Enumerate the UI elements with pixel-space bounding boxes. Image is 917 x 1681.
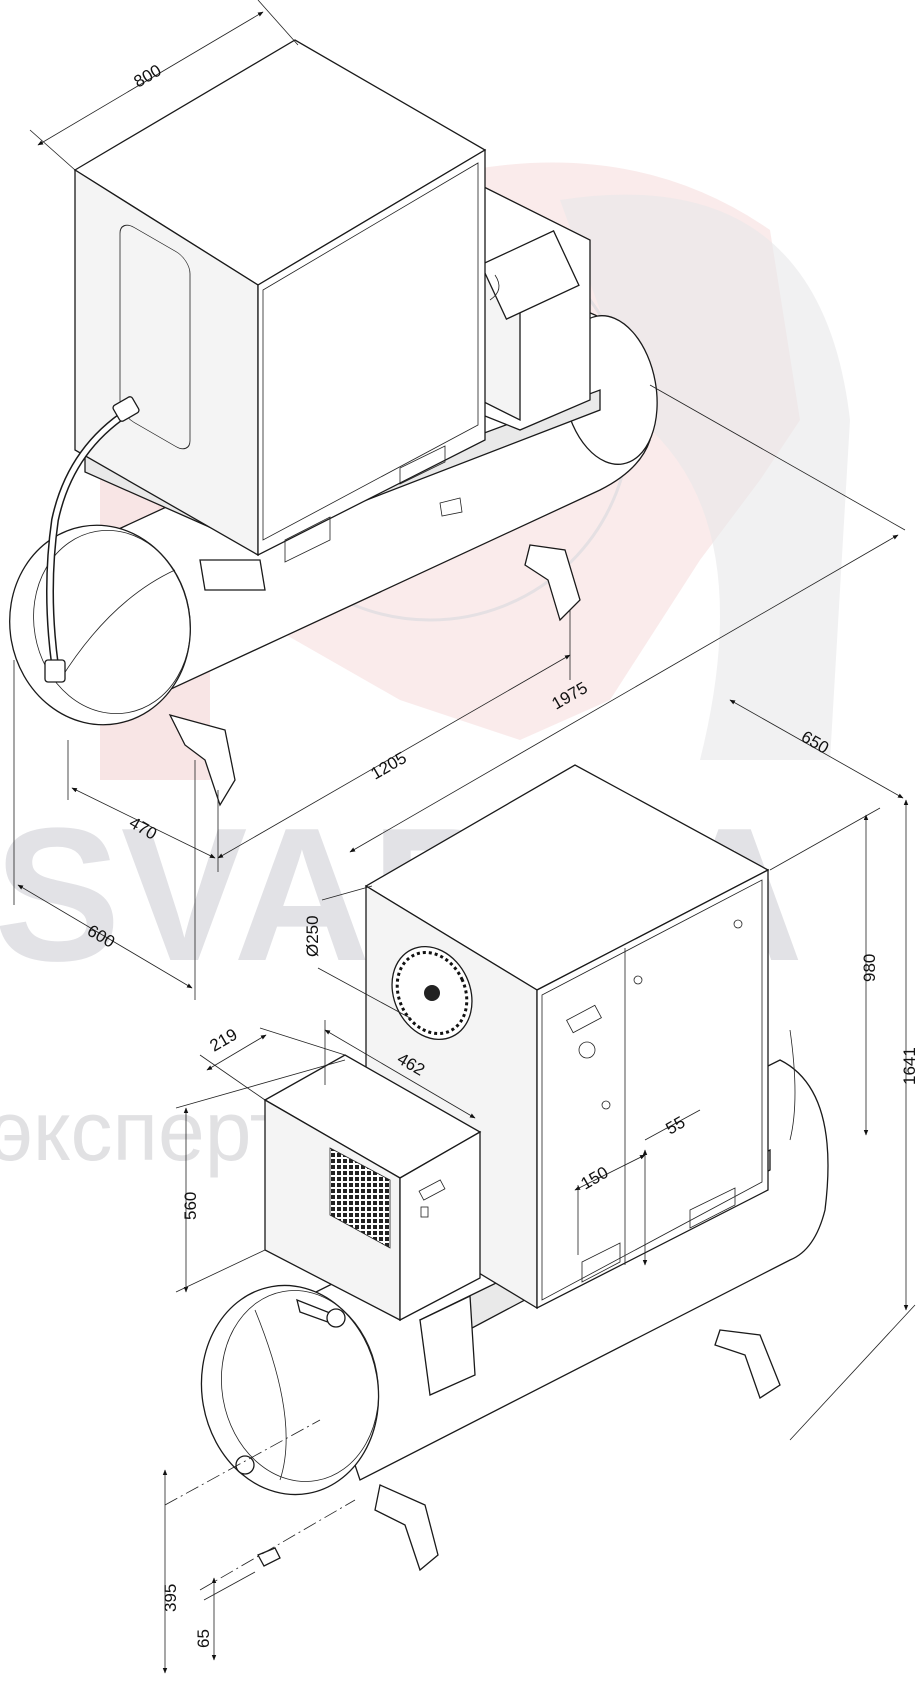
cooling-fan [391, 945, 473, 1041]
dim-fan-diameter: Ø250 [303, 915, 322, 957]
dim-1641: 1641 [900, 1047, 917, 1085]
dim-560: 560 [181, 1192, 200, 1220]
dim-1205: 1205 [368, 748, 410, 783]
bottom-assembly [200, 764, 829, 1572]
dim-65: 65 [194, 1629, 213, 1648]
dim-395: 395 [161, 1584, 180, 1612]
pressure-gauge [326, 1308, 346, 1328]
dim-980: 980 [860, 954, 879, 982]
top-hose [44, 396, 140, 683]
refrigeration-dryer [263, 1054, 482, 1322]
top-enclosure [73, 39, 487, 563]
dim-219: 219 [207, 1025, 241, 1056]
